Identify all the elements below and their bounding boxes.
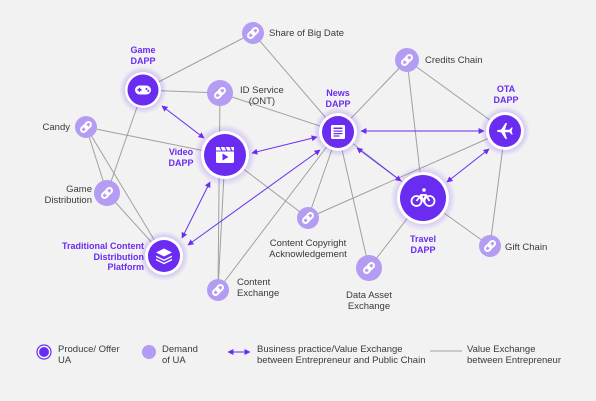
data-asset-exchange-node[interactable] [356, 255, 382, 281]
game-dapp-label: Game DAPP [130, 45, 156, 66]
link-icon [214, 87, 226, 99]
airplane-icon [497, 123, 513, 139]
arrow-edge [187, 149, 321, 246]
content-exchange-node[interactable] [207, 279, 229, 301]
layers-icon [156, 248, 172, 265]
gamepad-icon [135, 85, 151, 95]
credits-chain-node[interactable] [395, 48, 419, 72]
arrow-edge [446, 148, 490, 183]
bicycle-icon [410, 188, 436, 207]
dapp-nodes [119, 66, 530, 281]
legend [36, 344, 462, 360]
legend-produce-label: Produce/ Offer UA [58, 344, 120, 366]
id-service-node[interactable] [207, 80, 233, 106]
legend-demand-swatch [142, 345, 156, 359]
content-exchange-label: Content Exchange [237, 277, 280, 299]
gift-chain-label: Gift Chain [505, 242, 548, 253]
video-dapp-label: Video DAPP [168, 147, 194, 168]
game-distribution-node[interactable] [94, 180, 120, 206]
share-big-date-node[interactable] [242, 22, 264, 44]
traditional-platform-node[interactable] [139, 231, 189, 281]
travel-dapp-label: Travel DAPP [409, 234, 437, 255]
link-icon [363, 262, 375, 274]
video-icon [216, 146, 234, 163]
arrow-edge [161, 105, 205, 139]
link-icon [247, 27, 259, 39]
game-distribution-label: Game Distribution [44, 184, 92, 206]
content-copyright-label: Content Copyright Acknowledgement [269, 238, 347, 260]
link-icon [302, 212, 314, 224]
edge [85, 126, 165, 257]
link-icon [101, 187, 113, 199]
content-copyright-node[interactable] [297, 207, 319, 229]
link-icon [80, 121, 92, 133]
legend-value-label: Value Exchange between Entrepreneur [467, 344, 562, 366]
game-dapp-node[interactable] [119, 66, 167, 114]
video-dapp-node[interactable] [194, 124, 256, 186]
data-asset-exchange-label: Data Asset Exchange [346, 290, 392, 312]
link-icon [484, 240, 496, 252]
candy-label: Candy [42, 122, 70, 133]
legend-demand-label: Demand of UA [162, 344, 198, 366]
link-icon [401, 54, 413, 66]
gift-chain-node[interactable] [479, 235, 501, 257]
credits-chain-label: Credits Chain [425, 55, 483, 66]
legend-produce-swatch [36, 344, 52, 360]
news-dapp-node[interactable] [313, 107, 363, 157]
newspaper-icon [331, 125, 345, 139]
traditional-platform-label: Traditional Content Distribution Platfor… [62, 241, 144, 272]
arrow-edge [251, 135, 318, 155]
share-big-date-label: Share of Big Date [269, 28, 344, 39]
candy-node[interactable] [75, 116, 97, 138]
ota-dapp-node[interactable] [480, 106, 530, 156]
arrow-edge [181, 181, 211, 239]
legend-business-label: Business practice/Value Exchange between… [257, 344, 426, 366]
link-icon [212, 284, 224, 296]
travel-dapp-node[interactable] [390, 165, 456, 231]
business-practice-edges [161, 105, 490, 246]
arrow-edge [356, 147, 402, 182]
news-dapp-label: News DAPP [325, 88, 351, 109]
link-nodes [75, 22, 501, 301]
ota-dapp-label: OTA DAPP [493, 84, 519, 105]
id-service-label: ID Service (ONT) [240, 85, 284, 107]
